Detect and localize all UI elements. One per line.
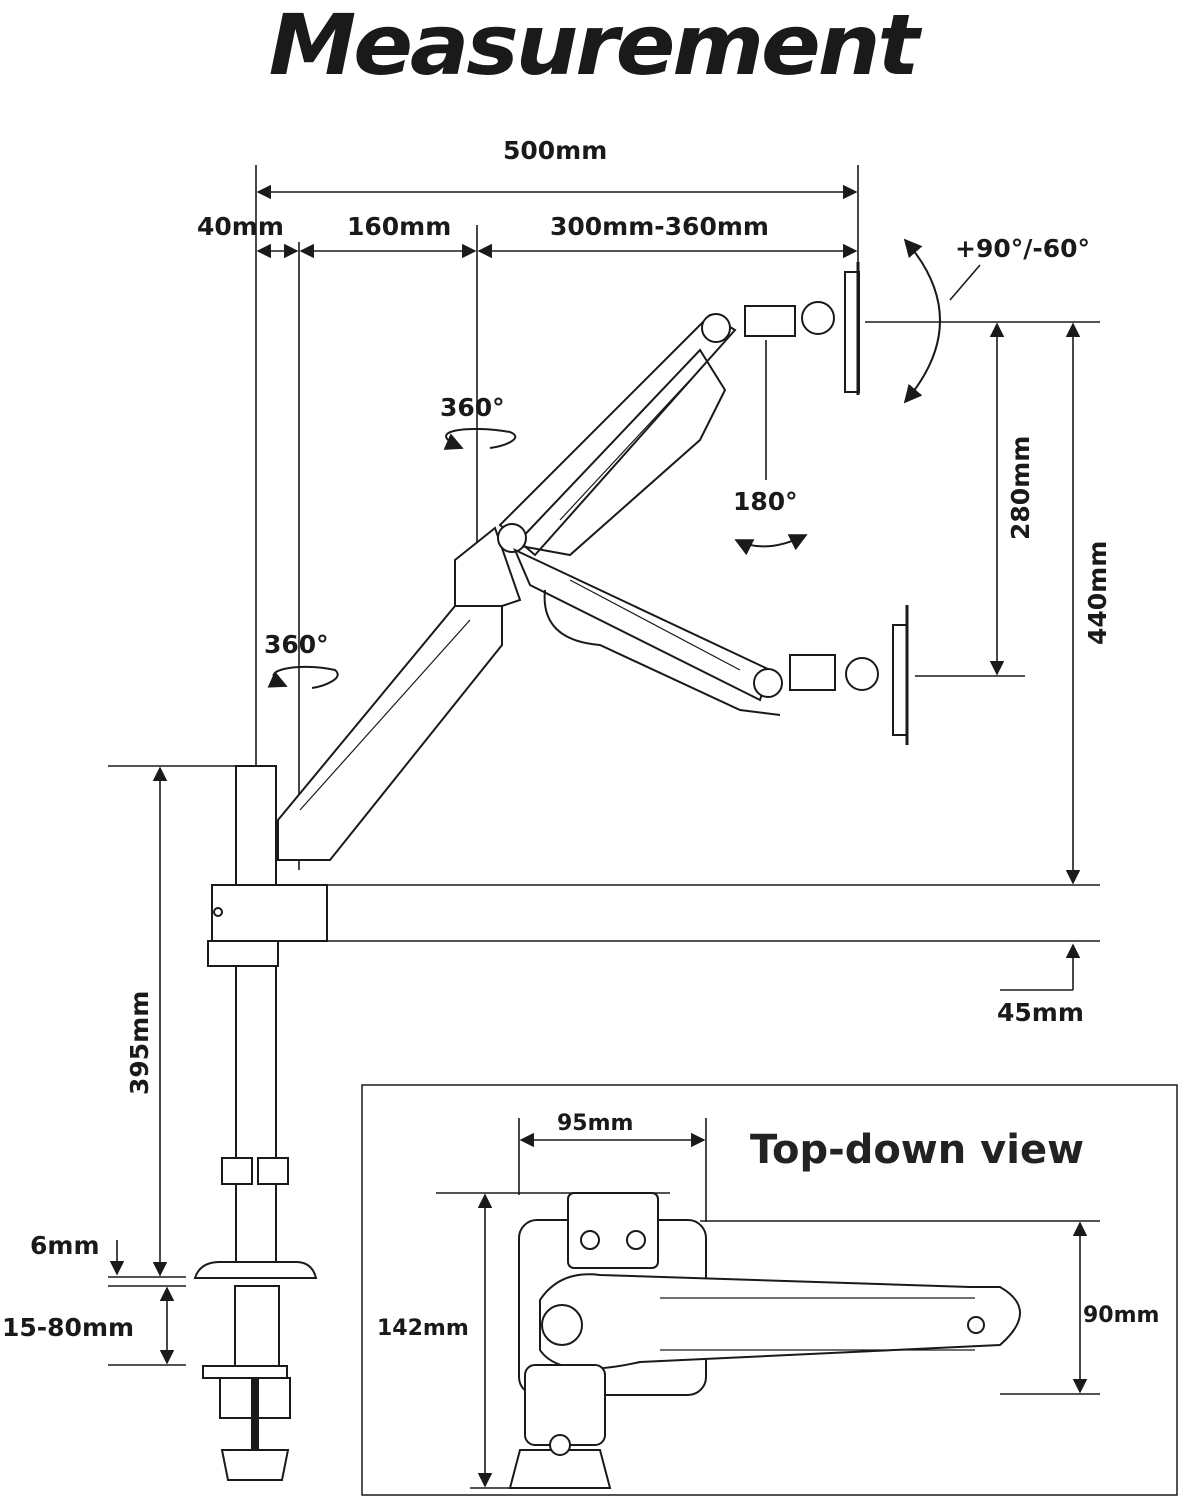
label-plate-thickness: 6mm bbox=[30, 1231, 100, 1260]
label-swivel: 180° bbox=[733, 487, 798, 516]
label-tilt: +90°/-60° bbox=[955, 234, 1091, 263]
top-down-title: Top-down view bbox=[750, 1127, 1085, 1173]
rotate-arrow-tilt bbox=[903, 238, 941, 404]
rotate-arrow-swivel bbox=[734, 534, 808, 556]
top-down-frame bbox=[361, 1084, 1178, 1496]
label-top-arm-width: 90mm bbox=[1083, 1303, 1160, 1328]
top-down-arm bbox=[508, 1192, 1021, 1489]
label-desk-thickness: 15-80mm bbox=[2, 1313, 135, 1342]
label-top-width: 95mm bbox=[557, 1111, 634, 1136]
label-height-range: 280mm bbox=[1006, 435, 1035, 540]
upper-arm-raised bbox=[497, 262, 860, 557]
label-lower-arm: 160mm bbox=[347, 212, 452, 241]
rotate-arrow-upper bbox=[443, 428, 517, 450]
pole bbox=[193, 765, 318, 1481]
label-max-height: 440mm bbox=[1083, 540, 1112, 645]
label-offset: 40mm bbox=[197, 212, 284, 241]
label-base-gap: 45mm bbox=[997, 998, 1084, 1027]
upper-arm-lowered bbox=[513, 547, 909, 745]
label-rotation-upper: 360° bbox=[440, 393, 505, 422]
rotate-arrow-base bbox=[267, 665, 339, 689]
pole-collar bbox=[207, 884, 328, 967]
page-title: Measurement bbox=[268, 0, 920, 94]
label-total-reach: 500mm bbox=[503, 136, 608, 165]
label-rotation-base: 360° bbox=[264, 630, 329, 659]
label-pole-height: 395mm bbox=[125, 990, 154, 1095]
label-top-depth: 142mm bbox=[377, 1316, 469, 1341]
label-upper-arm: 300mm-360mm bbox=[550, 212, 769, 241]
lower-arm bbox=[277, 526, 522, 861]
